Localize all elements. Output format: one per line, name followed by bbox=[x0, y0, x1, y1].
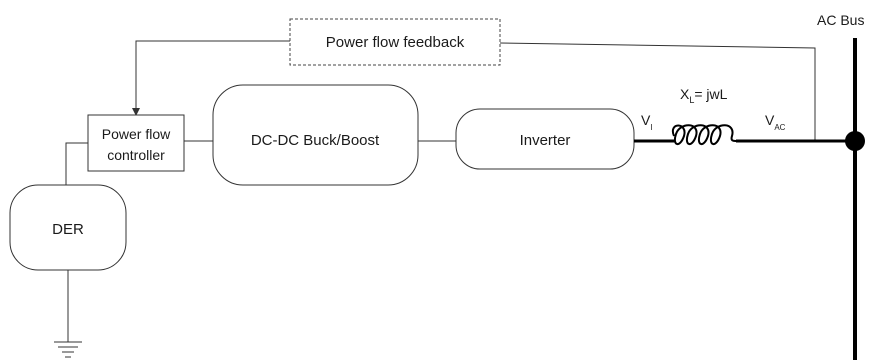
inductor-coil-icon bbox=[671, 124, 739, 145]
ac-bus-label: AC Bus bbox=[817, 12, 864, 28]
controller-label-line2: controller bbox=[107, 147, 165, 163]
inverter-voltage-label: VI bbox=[641, 112, 653, 132]
feedback-box bbox=[289, 18, 501, 66]
dcdc-box bbox=[212, 84, 419, 186]
inverter-label: Inverter bbox=[520, 132, 571, 149]
der-to-controller-line bbox=[65, 142, 88, 185]
feedback-label: Power flow feedback bbox=[326, 34, 465, 51]
feedback-arrowhead bbox=[132, 108, 140, 116]
ground-icon bbox=[54, 341, 82, 358]
ac-voltage-subscript: AC bbox=[774, 123, 785, 132]
reactance-subscript: L bbox=[689, 95, 694, 105]
reactance-label: XL= jwL bbox=[680, 86, 728, 105]
reactance-symbol: X bbox=[680, 86, 690, 102]
inverter-voltage-subscript: I bbox=[650, 123, 652, 132]
ac-voltage-symbol: V bbox=[765, 112, 775, 128]
inverter-voltage-symbol: V bbox=[641, 112, 651, 128]
ac-voltage-label: VAC bbox=[765, 112, 786, 132]
bus-junction-dot bbox=[845, 131, 865, 151]
der-label: DER bbox=[52, 221, 84, 238]
dcdc-label: DC-DC Buck/Boost bbox=[251, 132, 380, 149]
feedback-line-to-controller bbox=[135, 40, 290, 110]
reactance-expression: = jwL bbox=[694, 86, 727, 102]
feedback-line-to-bus bbox=[499, 42, 816, 141]
inverter-box bbox=[455, 108, 635, 170]
controller-label-line1: Power flow bbox=[102, 126, 171, 142]
